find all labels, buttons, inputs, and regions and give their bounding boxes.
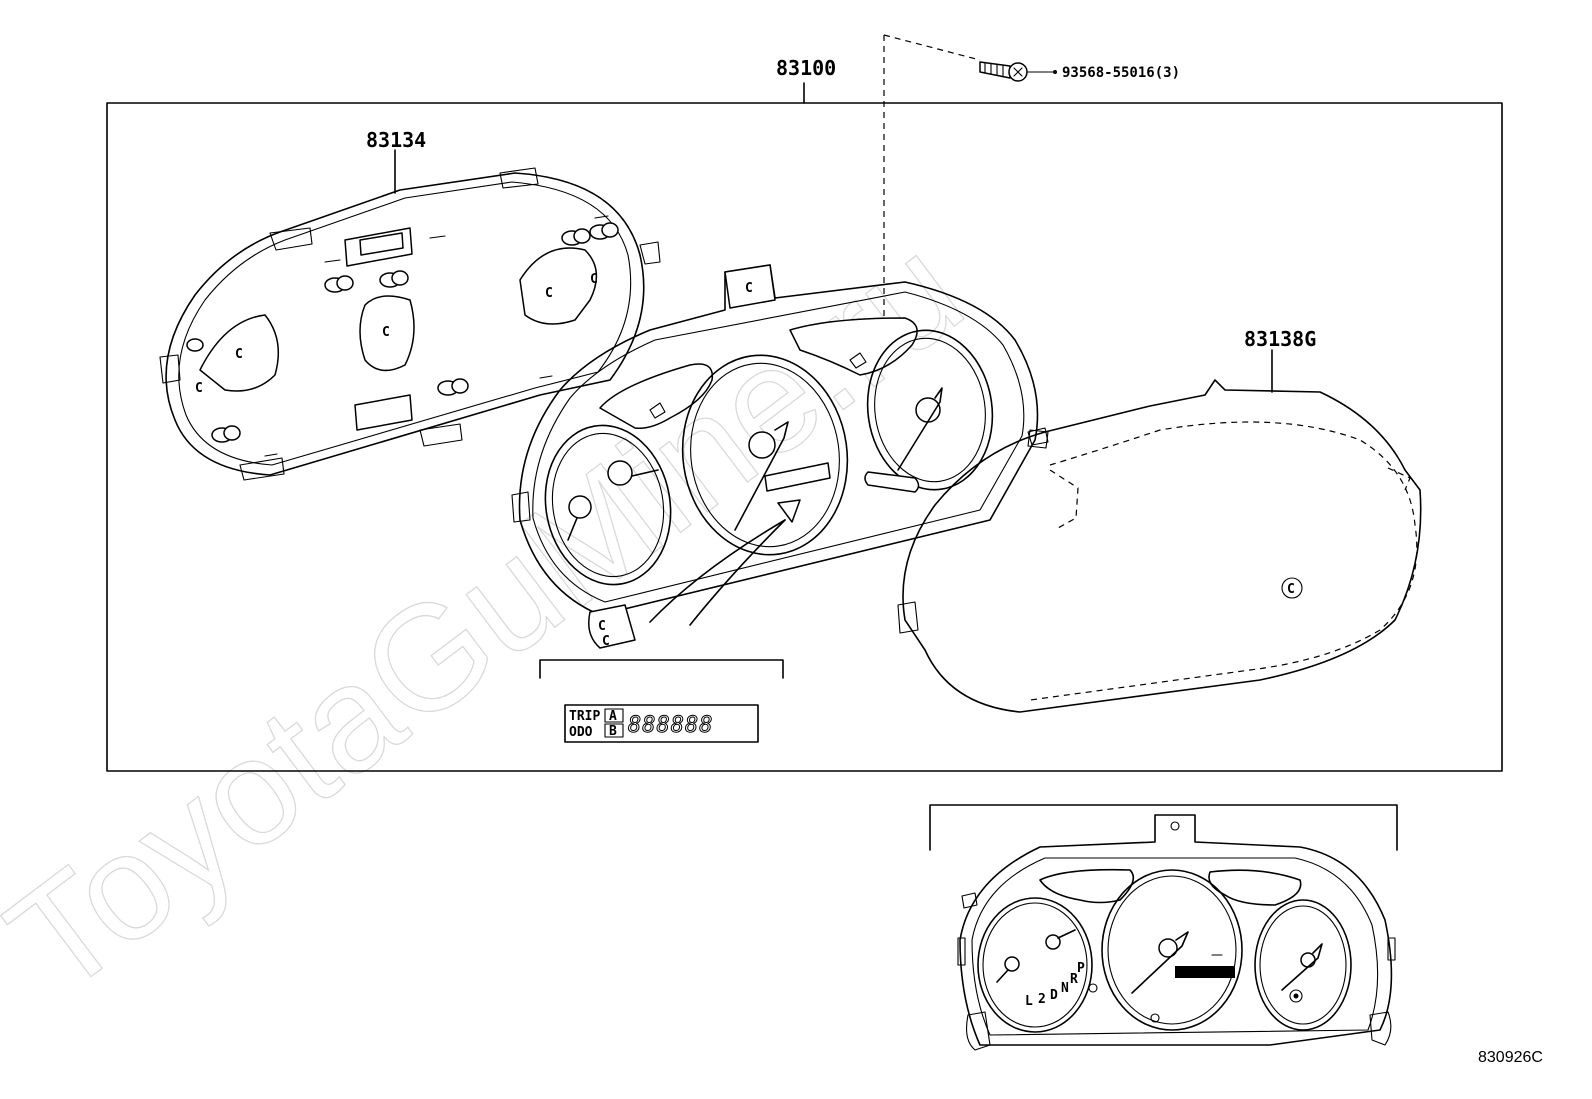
inset-pointer-arrow	[649, 519, 786, 623]
svg-text:C: C	[598, 619, 606, 634]
glass-cover-part: C	[897, 379, 1422, 713]
gauge-cluster-part: C C C	[511, 264, 1049, 649]
gear-D: D	[1050, 988, 1058, 1003]
odometer-mode-b: B	[609, 724, 617, 739]
odometer-odo-label: ODO	[569, 725, 593, 740]
svg-text:C: C	[545, 286, 553, 301]
label-83134: 83134	[366, 128, 426, 152]
svg-text:C: C	[1287, 582, 1295, 597]
odometer-trip-label: TRIP	[569, 709, 600, 724]
gear-2: 2	[1038, 992, 1046, 1007]
gear-P: P	[1077, 961, 1085, 976]
odometer-display	[1175, 966, 1235, 978]
svg-text:C: C	[590, 272, 598, 287]
gear-L: L	[1025, 994, 1033, 1009]
gear-R: R	[1070, 972, 1078, 987]
svg-text:C: C	[602, 634, 610, 649]
odometer-inset: TRIP ODO A B 888888	[539, 659, 784, 743]
bulb-socket-icon	[186, 222, 619, 443]
back-cover-part: C C C C C	[159, 167, 661, 481]
diagram-reference: 830926C	[1478, 1049, 1543, 1066]
gear-indicator: L 2 D N R P	[1025, 961, 1085, 1009]
odometer-mode-a: A	[609, 709, 617, 724]
odometer-digits: 888888	[628, 713, 713, 738]
label-83138G: 83138G	[1244, 327, 1316, 351]
bolt-part	[883, 34, 1057, 318]
gear-N: N	[1061, 981, 1069, 996]
svg-text:C: C	[745, 281, 753, 296]
svg-text:C: C	[382, 325, 390, 340]
svg-text:C: C	[195, 381, 203, 396]
svg-text:C: C	[235, 347, 243, 362]
label-bolt: 93568-55016(3)	[1062, 65, 1180, 81]
label-83100: 83100	[776, 56, 836, 80]
assembled-cluster-variant: L 2 D N R P	[929, 804, 1398, 1051]
